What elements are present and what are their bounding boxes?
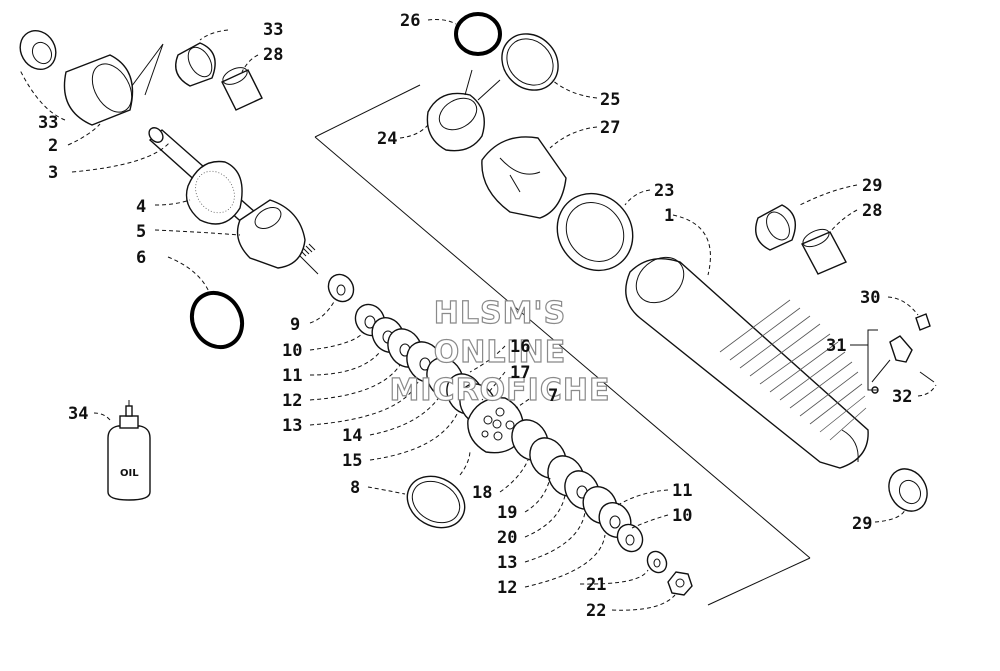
callout-21: 21 xyxy=(586,575,606,595)
part-30-valve-cap xyxy=(915,313,931,331)
callout-3: 3 xyxy=(48,163,58,183)
valve-stack-lower xyxy=(511,419,644,553)
callout-19: 19 xyxy=(497,503,517,523)
callout-24: 24 xyxy=(377,129,397,149)
callout-10-lower: 10 xyxy=(672,506,692,526)
part-27-reservoir-cap xyxy=(481,136,567,219)
part-23-seal-ring xyxy=(556,192,634,272)
part-24-floating-piston xyxy=(426,69,501,152)
part-33-bushing-left xyxy=(19,30,57,70)
part-31-schrader-valve xyxy=(871,335,913,394)
callout-28-top: 28 xyxy=(263,45,283,65)
watermark: HLSM'S ONLINE MICROFICHE xyxy=(389,295,611,408)
callout-10-upper: 10 xyxy=(282,341,302,361)
callout-2: 2 xyxy=(48,136,58,156)
callout-20: 20 xyxy=(497,528,517,548)
part-32-valve-core xyxy=(919,371,935,383)
oil-bottle-label: OIL xyxy=(120,468,139,479)
callout-9: 9 xyxy=(290,315,300,335)
callout-8: 8 xyxy=(350,478,360,498)
callout-17: 17 xyxy=(510,363,530,383)
part-2-eyelet-housing xyxy=(63,54,134,126)
callout-12-lower: 12 xyxy=(497,578,517,598)
callout-26: 26 xyxy=(400,11,420,31)
callout-27: 27 xyxy=(600,118,620,138)
callout-5: 5 xyxy=(136,222,146,242)
callout-31: 31 xyxy=(826,336,846,356)
callout-29-bottom: 29 xyxy=(852,514,872,534)
watermark-line-2: ONLINE xyxy=(434,335,567,370)
callout-4: 4 xyxy=(136,197,146,217)
callout-6: 6 xyxy=(136,248,146,268)
callout-30: 30 xyxy=(860,288,880,308)
part-28-sleeve-right xyxy=(801,228,847,275)
part-5-seal-head xyxy=(236,199,306,269)
callout-28-right: 28 xyxy=(862,201,882,221)
callout-33-left: 33 xyxy=(38,113,58,133)
part-34-oil-bottle: OIL xyxy=(107,400,151,501)
callout-18: 18 xyxy=(472,483,492,503)
part-25-band xyxy=(501,33,559,91)
callout-13-upper: 13 xyxy=(282,416,302,436)
part-21-washer xyxy=(646,550,668,574)
callout-7: 7 xyxy=(548,386,558,406)
callout-12-upper: 12 xyxy=(282,391,302,411)
part-4-bump-stop xyxy=(185,160,243,225)
assembly-bracket-lines xyxy=(119,43,811,606)
callout-34: 34 xyxy=(68,404,88,424)
callout-14: 14 xyxy=(342,426,362,446)
callout-11-upper: 11 xyxy=(282,366,302,386)
callout-32: 32 xyxy=(892,387,912,407)
callout-33-top: 33 xyxy=(263,20,283,40)
callout-1: 1 xyxy=(664,206,674,226)
part-22-nut xyxy=(667,571,693,596)
part-29-bushing-bottom xyxy=(888,468,928,512)
callout-25: 25 xyxy=(600,90,620,110)
callout-16: 16 xyxy=(510,337,530,357)
callout-23: 23 xyxy=(654,181,674,201)
callout-29-top: 29 xyxy=(862,176,882,196)
callout-22: 22 xyxy=(586,601,606,621)
part-8-piston-band xyxy=(406,475,466,529)
part-6-o-ring xyxy=(167,256,245,350)
watermark-line-1: HLSM'S xyxy=(434,296,566,331)
part-1-shock-body xyxy=(625,256,869,469)
callout-15: 15 xyxy=(342,451,362,471)
part-29-bushing-top xyxy=(755,204,796,251)
leader-lines xyxy=(19,19,937,611)
callout-11-lower: 11 xyxy=(672,481,692,501)
watermark-line-3: MICROFICHE xyxy=(390,373,611,408)
part-28-sleeve-left xyxy=(221,67,263,111)
callout-13-lower: 13 xyxy=(497,553,517,573)
valve-stack-upper xyxy=(327,273,497,425)
callout-labels: 33 28 33 2 3 4 5 6 9 10 11 12 13 14 15 1… xyxy=(38,11,912,621)
part-33-bushing-right xyxy=(175,42,216,87)
part-26-o-ring xyxy=(454,12,502,56)
